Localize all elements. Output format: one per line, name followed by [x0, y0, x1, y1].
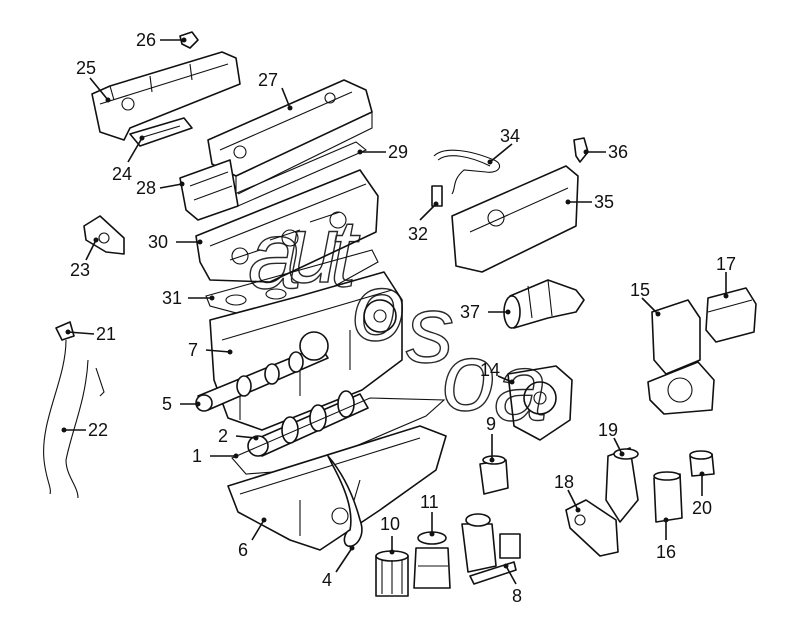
- pump-part: [705, 287, 757, 343]
- callout-10: 10: [380, 514, 400, 534]
- svg-text:t: t: [330, 200, 360, 307]
- camshaft-part: [195, 331, 329, 412]
- coolant-tank-part: [461, 513, 521, 585]
- svg-text:s: s: [406, 276, 454, 383]
- svg-text:o: o: [352, 254, 405, 361]
- oil-pickup-part: [327, 455, 363, 547]
- callout-34: 34: [500, 126, 520, 146]
- callouts: 26 25 27 24 29 28 30 23 31 21 7 5: [61, 30, 736, 606]
- callout-9: 9: [486, 414, 496, 434]
- callout-27: 27: [258, 70, 278, 90]
- dipstick-part: [43, 321, 75, 495]
- callout-25: 25: [76, 58, 96, 78]
- callout-7: 7: [188, 340, 198, 360]
- mounting-bracket-part: [565, 499, 619, 557]
- callout-35: 35: [594, 192, 614, 212]
- callout-15: 15: [630, 280, 650, 300]
- callout-21: 21: [96, 324, 116, 344]
- svg-text:a: a: [248, 202, 301, 309]
- callout-26: 26: [136, 30, 156, 50]
- watermark: a u t o s o a: [247, 195, 548, 441]
- callout-37: 37: [460, 302, 480, 322]
- oil-filter-part: [375, 550, 409, 597]
- fuel-line-part: [433, 149, 501, 195]
- callout-14: 14: [480, 360, 500, 380]
- thermostat-part: [479, 455, 509, 495]
- callout-5: 5: [162, 394, 172, 414]
- callout-36: 36: [608, 142, 628, 162]
- svg-text:a: a: [494, 334, 547, 441]
- svg-text:o: o: [442, 324, 495, 431]
- compressor-part: [647, 299, 715, 415]
- callout-18: 18: [554, 472, 574, 492]
- starter-part: [503, 279, 585, 329]
- callout-1: 1: [192, 446, 202, 466]
- crankshaft-part: [247, 390, 369, 457]
- engine-cover-part: [451, 165, 579, 273]
- cam-housing-part: [179, 159, 239, 221]
- callout-6: 6: [238, 540, 248, 560]
- callout-31: 31: [162, 288, 182, 308]
- callout-28: 28: [136, 178, 156, 198]
- callout-4: 4: [322, 570, 332, 590]
- svg-text:u: u: [286, 196, 339, 303]
- filter-bracket-part: [605, 447, 639, 523]
- injector-part: [431, 185, 443, 207]
- callout-8: 8: [512, 586, 522, 606]
- callout-30: 30: [148, 232, 168, 252]
- pan-gasket-part: [231, 397, 446, 475]
- oil-cap-part: [689, 450, 715, 477]
- dipstick-tube-part: [65, 359, 105, 499]
- pressure-sensor-part: [573, 137, 589, 163]
- callout-19: 19: [598, 420, 618, 440]
- cylinder-head-part: [195, 169, 379, 283]
- callout-23: 23: [70, 260, 90, 280]
- valve-cover-part: [91, 51, 241, 141]
- callout-22: 22: [88, 420, 108, 440]
- sensor-part: [179, 31, 199, 49]
- gasket-part: [129, 117, 193, 147]
- callout-11: 11: [420, 492, 439, 512]
- callout-17: 17: [716, 254, 736, 274]
- callout-24: 24: [112, 164, 132, 184]
- callout-2: 2: [218, 426, 228, 446]
- water-pump-part: [507, 365, 573, 441]
- head-cover-part: [207, 79, 373, 195]
- filter-element-part: [653, 471, 683, 523]
- callout-16: 16: [656, 542, 676, 562]
- callout-32: 32: [408, 224, 428, 244]
- callout-20: 20: [692, 498, 712, 518]
- callout-29: 29: [388, 142, 408, 162]
- engine-mount-part: [83, 215, 125, 255]
- filter-housing-part: [413, 531, 451, 589]
